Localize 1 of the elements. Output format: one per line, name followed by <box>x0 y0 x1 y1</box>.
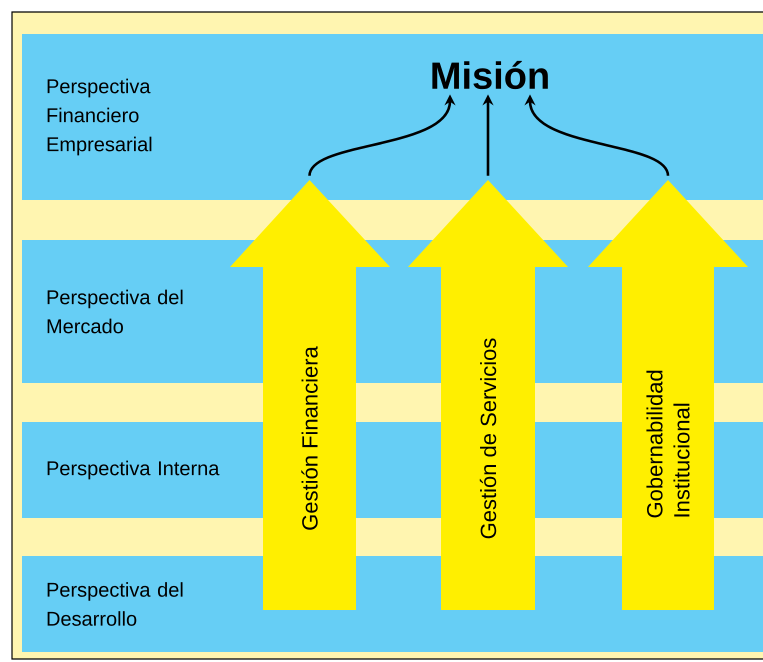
mission-title: Misión <box>432 60 548 90</box>
